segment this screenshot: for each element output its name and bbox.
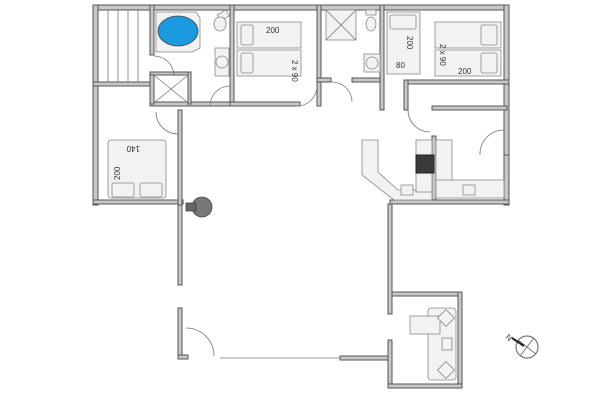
bed-width-label: 2 x 90 bbox=[290, 60, 299, 82]
wall-stair-right bbox=[149, 4, 155, 56]
wall-lounge-top bbox=[391, 291, 463, 297]
wall-bed1-right bbox=[316, 4, 322, 107]
compass: N bbox=[504, 332, 539, 359]
wall-lounge-bottom bbox=[387, 383, 463, 389]
wall-bed3-bottom bbox=[403, 79, 510, 85]
wall-left bbox=[92, 4, 99, 206]
wall-lounge-left bbox=[387, 339, 393, 389]
wall-living-left bbox=[177, 204, 183, 286]
bed-width-label: 2 x 90 bbox=[438, 44, 447, 66]
wall-top bbox=[92, 4, 510, 11]
kitchen bbox=[361, 139, 505, 201]
shower-2 bbox=[325, 9, 357, 41]
wall-bed1-bottom bbox=[229, 101, 301, 107]
wall-living-corner bbox=[177, 354, 189, 360]
wall-living-right bbox=[387, 203, 393, 315]
fireplace bbox=[185, 196, 213, 218]
toilet-2 bbox=[365, 9, 377, 32]
bed-length-label: 200 bbox=[458, 67, 472, 76]
wall-bath2-right bbox=[379, 4, 385, 111]
wall-shower-right bbox=[187, 71, 192, 105]
toilet-1 bbox=[213, 9, 230, 32]
wall-bed4-right bbox=[177, 109, 183, 206]
shower-1 bbox=[154, 75, 188, 103]
wall-utility-top bbox=[431, 105, 508, 111]
wall-living-left-lower bbox=[177, 307, 183, 359]
bed-length-label: 200 bbox=[266, 26, 280, 35]
sink-1 bbox=[214, 47, 230, 77]
bed-length-label: 200 bbox=[405, 36, 414, 50]
bed-width-label: 140 bbox=[126, 144, 140, 153]
bathtub bbox=[155, 11, 201, 53]
wall-bed4-bottom bbox=[92, 199, 184, 205]
bed-width-label: 80 bbox=[396, 61, 405, 70]
bed-length-label: 200 bbox=[113, 166, 122, 180]
sofa bbox=[409, 307, 457, 381]
kitchen-sink bbox=[400, 184, 414, 196]
bed-single: 200 80 bbox=[386, 11, 421, 75]
bathtub-water bbox=[157, 15, 199, 47]
stove bbox=[415, 154, 435, 174]
wall-shower-top bbox=[149, 71, 191, 76]
north-label: N bbox=[504, 332, 514, 343]
bed-double-3: 140 200 bbox=[107, 139, 167, 199]
wall-lounge-right bbox=[457, 291, 463, 389]
doors bbox=[153, 55, 505, 357]
stairs bbox=[107, 10, 139, 82]
bed-double-2: 2 x 90 200 bbox=[434, 21, 502, 77]
wall-bath2-bottom-b bbox=[351, 77, 383, 83]
wall-bed3-left bbox=[403, 79, 409, 111]
wall-bath-right bbox=[229, 4, 235, 107]
wall-stair-bottom bbox=[92, 81, 154, 87]
wall-right-bottom bbox=[503, 154, 510, 206]
sink-2 bbox=[363, 53, 381, 73]
wall-living-bottom bbox=[339, 355, 393, 361]
wall-kitchen-bottom bbox=[389, 199, 510, 205]
bed-double-1: 200 2 x 90 bbox=[236, 21, 302, 82]
utility-sink bbox=[462, 184, 476, 196]
wall-bath2-bottom-a bbox=[316, 77, 332, 83]
wall-shower-left bbox=[149, 71, 155, 105]
